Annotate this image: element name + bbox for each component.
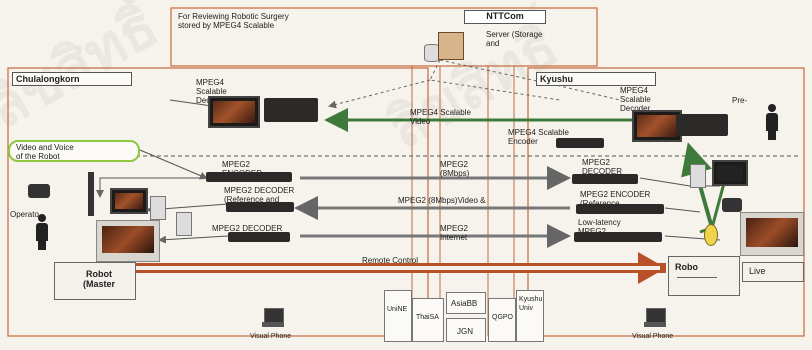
chula-mpeg2-decoder-ref-label: MPEG2 DECODER (Reference and (224, 186, 295, 204)
chula-title: Chulalongkorn (12, 72, 132, 86)
kyushu-mpeg2-decoder-device (572, 174, 638, 184)
kyushu-small-monitor (712, 160, 748, 186)
thaisarn-box: ThaiSA (412, 298, 444, 342)
chula-mpeg2-decoder-device (228, 232, 290, 242)
mpeg2-internet-label: MPEG2 Internet (440, 224, 469, 242)
robot-slave-label: Robo (675, 262, 698, 272)
kyushu-visual-phone-icon (644, 308, 666, 328)
kyushu-marker-icon (704, 224, 718, 246)
kyushu-mpeg4-monitor (632, 110, 682, 142)
nttcom-title: NTTCom (464, 10, 546, 24)
server-label: Server (Storage and (486, 30, 543, 48)
kyushu-univ-box: Kyushu Univ (516, 290, 544, 342)
video-voice-callout: Video and Voice of the Robot (8, 140, 140, 162)
jgn-label: JGN (457, 327, 473, 336)
chula-mpeg2-decoder-label: MPEG2 DECODER (212, 224, 283, 233)
mpeg4-video-label: MPEG4 Scalable Video (410, 108, 471, 126)
kyushu-crt-monitor (740, 212, 804, 256)
mpeg4-encoder-label: MPEG4 Scalable Encoder (508, 128, 569, 146)
chula-visual-phone-label: Visual Phone (250, 333, 292, 340)
operator-person-icon (34, 214, 50, 250)
chula-mpeg4-monitor (208, 96, 260, 128)
chula-crt-monitor (96, 220, 160, 262)
chula-tripod-icon (88, 172, 94, 216)
kyushu-pc-tower (690, 164, 706, 188)
chula-pc-tower (150, 196, 166, 220)
kyushu-pre-label: Pre- (732, 96, 748, 105)
kyushu-mpeg4-decoder-label: MPEG4 Scalable Decoder (620, 86, 651, 113)
kyushu-mpeg2-encoder-device (576, 204, 664, 214)
camera-icon (28, 184, 50, 198)
mpeg2-8mbps-label: MPEG2 (8Mbps) (440, 160, 470, 178)
robot-master-label: Robot (Master (82, 269, 115, 289)
live-label: Live (749, 266, 766, 276)
chula-small-monitor (110, 188, 148, 214)
server-icon (424, 30, 464, 62)
robot-slave-box: Robo (668, 256, 740, 296)
kyushu-mpeg2-decoder-label: MPEG2 DECODER (582, 158, 623, 176)
qgpop-box: QGPO (488, 298, 516, 342)
chula-mpeg2-decoder-ref-device (226, 202, 294, 212)
kyushu-low-latency-label: Low-latency MPEG2 (578, 218, 621, 236)
chula-mpeg2-encoder-device (206, 172, 292, 182)
live-box: Live (742, 262, 804, 282)
robot-master-box: Robot (Master (54, 262, 136, 300)
kyushu-camera-icon (722, 198, 742, 212)
kyushu-mpeg4-decoder-device (676, 114, 728, 136)
mpeg4-encoder-device (556, 138, 604, 148)
asiabb-label: AsiaBB (451, 299, 478, 308)
kyushu-low-latency-device (574, 232, 662, 242)
asiabb-box: AsiaBB (446, 292, 486, 314)
chula-visual-phone-icon (262, 308, 284, 328)
kyushu-mpeg2-encoder-ref-label: MPEG2 ENCODER (Reference (580, 190, 651, 208)
jgn-box: JGN (446, 318, 486, 342)
chula-pc-tower-2 (176, 212, 192, 236)
kyushu-title: Kyushu (536, 72, 656, 86)
nttcom-description: For Reviewing Robotic Surgery stored by … (178, 12, 289, 30)
operator-label: Operato (10, 210, 39, 219)
chula-mpeg4-decoder-device (264, 98, 318, 122)
video-voice-label: Video and Voice of the Robot (16, 143, 74, 161)
thaisarn-label: ThaiSA (416, 314, 439, 321)
kyushu-univ-label: Kyushu Univ (519, 296, 543, 312)
kyushu-person-icon (764, 104, 780, 140)
kyushu-visual-phone-label: Visual Phone (632, 333, 674, 340)
uninet-box: UniNE (384, 290, 412, 342)
uninet-label: UniNE (387, 306, 408, 313)
mpeg2-8mbps-video-label: MPEG2 (8Mbps)Video & (398, 196, 486, 205)
remote-control-label: Remote Control (362, 256, 419, 265)
qgpop-label: QGPO (492, 314, 514, 321)
